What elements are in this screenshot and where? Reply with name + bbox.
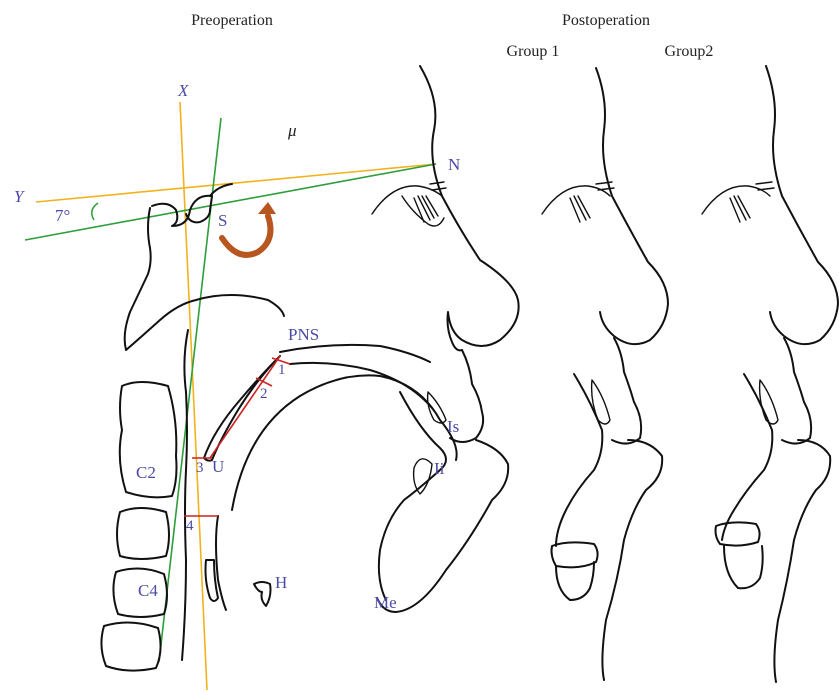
rotation-arrow [222,202,276,255]
measurement-3-label: 3 [196,460,204,476]
header-preoperation: Preoperation [191,12,273,29]
menton-label: Me [374,593,397,612]
angle-label: 7° [55,206,70,225]
hyoid-outline [254,582,271,606]
sn-line [25,164,436,240]
group1-face-profile [542,68,668,680]
header-group1: Group 1 [507,43,560,60]
vertebrae-outline [101,382,176,671]
x-axis-label: X [177,81,189,100]
angle-arc [92,203,98,220]
c2-label: C2 [136,463,156,482]
c4-label: C4 [138,581,158,600]
uvula-label: U [212,457,224,476]
measurement-2-label: 2 [260,386,268,402]
measurement-1-label: 1 [278,362,286,378]
header-postoperation: Postoperation [562,12,650,29]
hyoid-label: H [275,573,287,592]
nasion-label: N [448,155,460,174]
mu-label: μ [287,121,297,140]
sella-label: S [218,211,227,230]
incisor-superior-label: Is [447,417,459,436]
y-reference-line [36,164,436,202]
incisor-inferior-label: Ii [434,459,445,478]
airway-outline [182,330,457,660]
header-group2: Group2 [665,43,714,60]
y-axis-label: Y [14,187,25,206]
group2-face-profile [702,66,838,682]
x-reference-line [180,102,207,690]
preop-face-profile [372,66,519,612]
pns-label: PNS [288,325,319,344]
measurement-4-label: 4 [186,518,194,534]
measurement-lines [184,356,290,516]
